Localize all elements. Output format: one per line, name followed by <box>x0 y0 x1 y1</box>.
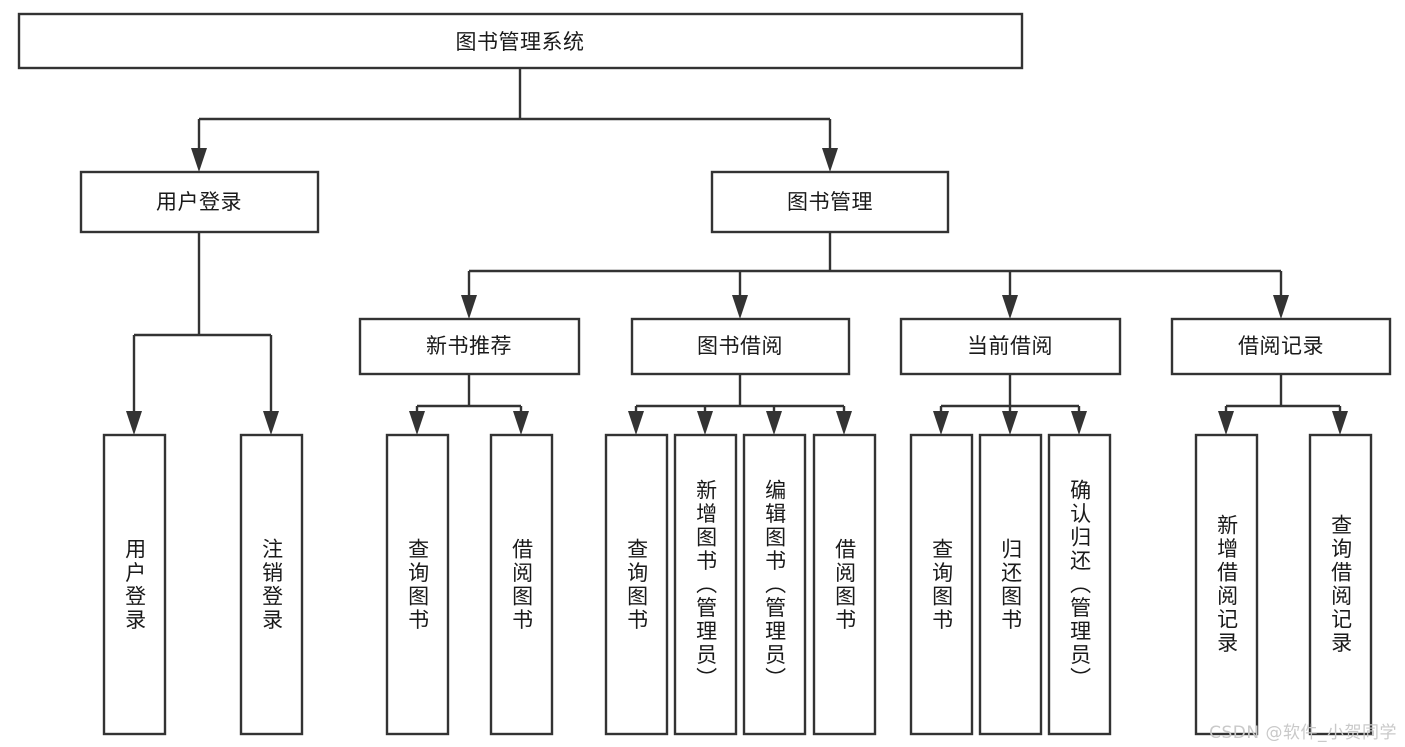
arrowhead-bookborrow-leaf-1 <box>628 411 644 435</box>
node-book-manage-label: 图书管理 <box>787 190 873 214</box>
arrowhead-userlogin-leaf-2 <box>263 411 279 435</box>
arrowhead-user-login <box>191 148 207 172</box>
leaf-book-borrow-2-label: 新增图书（管理员） <box>693 478 718 691</box>
leaf-book-borrow-1-label: 查询图书 <box>624 537 649 632</box>
connectors <box>126 68 1348 435</box>
arrowhead-bookborrow-leaf-3 <box>766 411 782 435</box>
node-borrow-record-box <box>1170 317 1392 376</box>
leaf-book-borrow-2[interactable]: 新增图书（管理员） <box>673 433 738 736</box>
arrowhead-newbook-leaf-1 <box>409 411 425 435</box>
leaf-user-login-1-label: 用户登录 <box>122 537 147 632</box>
node-book-borrow-label: 图书借阅 <box>697 334 783 358</box>
node-current-borrow[interactable]: 当前借阅 <box>899 317 1122 376</box>
node-user-login[interactable]: 用户登录 <box>79 170 320 234</box>
leaf-current-borrow-1[interactable]: 查询图书 <box>909 433 974 736</box>
arrowhead-borrowrecord-leaf-1 <box>1218 411 1234 435</box>
node-new-book-recommend-box <box>358 317 581 376</box>
leaf-new-book-2[interactable]: 借阅图书 <box>489 433 554 736</box>
leaf-new-book-2-label: 借阅图书 <box>509 537 534 632</box>
leaf-current-borrow-3-label: 确认归还（管理员） <box>1067 478 1092 691</box>
node-borrow-record[interactable]: 借阅记录 <box>1170 317 1392 376</box>
arrowhead-book-manage <box>822 148 838 172</box>
leaf-user-login-2-label: 注销登录 <box>259 537 284 632</box>
node-current-borrow-label: 当前借阅 <box>967 334 1053 358</box>
leaf-borrow-record-2[interactable]: 查询借阅记录 <box>1308 433 1373 736</box>
node-new-book-recommend[interactable]: 新书推荐 <box>358 317 581 376</box>
csdn-watermark: CSDN @软件_小贺同学 <box>1209 723 1397 743</box>
arrowhead-borrowrecord-leaf-2 <box>1332 411 1348 435</box>
node-root-label: 图书管理系统 <box>456 30 585 54</box>
arrowhead-book-borrow <box>732 295 748 319</box>
node-borrow-record-label: 借阅记录 <box>1238 334 1324 358</box>
node-new-book-recommend-label: 新书推荐 <box>426 334 512 358</box>
leaf-current-borrow-1-box <box>909 433 974 736</box>
leaf-current-borrow-2-label: 归还图书 <box>998 537 1023 632</box>
arrowhead-userlogin-leaf-1 <box>126 411 142 435</box>
leaf-book-borrow-4-label: 借阅图书 <box>832 537 857 632</box>
leaf-new-book-1-label: 查询图书 <box>405 537 430 632</box>
node-root[interactable]: 图书管理系统 <box>17 12 1024 70</box>
leaf-book-borrow-2-box <box>673 433 738 736</box>
leaf-borrow-record-1-label: 新增借阅记录 <box>1214 514 1239 655</box>
leaf-book-borrow-3[interactable]: 编辑图书（管理员） <box>742 433 807 736</box>
arrowhead-bookborrow-leaf-4 <box>836 411 852 435</box>
leaf-borrow-record-2-label: 查询借阅记录 <box>1328 514 1353 655</box>
leaf-user-login-1-box <box>102 433 167 736</box>
arrowhead-new-book <box>461 295 477 319</box>
leaf-current-borrow-3[interactable]: 确认归还（管理员） <box>1047 433 1112 736</box>
node-current-borrow-box <box>899 317 1122 376</box>
leaf-borrow-record-1[interactable]: 新增借阅记录 <box>1194 433 1259 736</box>
leaf-user-login-1[interactable]: 用户登录 <box>102 433 167 736</box>
leaf-new-book-1[interactable]: 查询图书 <box>385 433 450 736</box>
leaf-book-borrow-4[interactable]: 借阅图书 <box>812 433 877 736</box>
node-user-login-box <box>79 170 320 234</box>
leaf-book-borrow-1[interactable]: 查询图书 <box>604 433 669 736</box>
node-user-login-label: 用户登录 <box>156 190 242 214</box>
node-book-manage-box <box>710 170 950 234</box>
leaf-book-borrow-3-box <box>742 433 807 736</box>
arrowhead-currentborrow-leaf-1 <box>933 411 949 435</box>
node-root-box <box>17 12 1024 70</box>
leaf-current-borrow-2-box <box>978 433 1043 736</box>
arrowhead-bookborrow-leaf-2 <box>697 411 713 435</box>
node-book-borrow-box <box>630 317 851 376</box>
arrowhead-currentborrow-leaf-2 <box>1002 411 1018 435</box>
arrowhead-currentborrow-leaf-3 <box>1071 411 1087 435</box>
leaf-user-login-2-box <box>239 433 304 736</box>
leaf-borrow-record-1-box <box>1194 433 1259 736</box>
leaf-current-borrow-1-label: 查询图书 <box>929 537 954 632</box>
leaf-user-login-2[interactable]: 注销登录 <box>239 433 304 736</box>
arrowhead-borrow-record <box>1273 295 1289 319</box>
leaf-current-borrow-3-box <box>1047 433 1112 736</box>
leaf-borrow-record-2-box <box>1308 433 1373 736</box>
leaf-book-borrow-4-box <box>812 433 877 736</box>
leaf-book-borrow-3-label: 编辑图书（管理员） <box>762 478 787 691</box>
leaf-new-book-1-box <box>385 433 450 736</box>
leaf-current-borrow-2[interactable]: 归还图书 <box>978 433 1043 736</box>
leaf-book-borrow-1-box <box>604 433 669 736</box>
node-book-borrow[interactable]: 图书借阅 <box>630 317 851 376</box>
arrowhead-current-borrow <box>1002 295 1018 319</box>
node-book-manage[interactable]: 图书管理 <box>710 170 950 234</box>
leaf-new-book-2-box <box>489 433 554 736</box>
arrowhead-newbook-leaf-2 <box>513 411 529 435</box>
